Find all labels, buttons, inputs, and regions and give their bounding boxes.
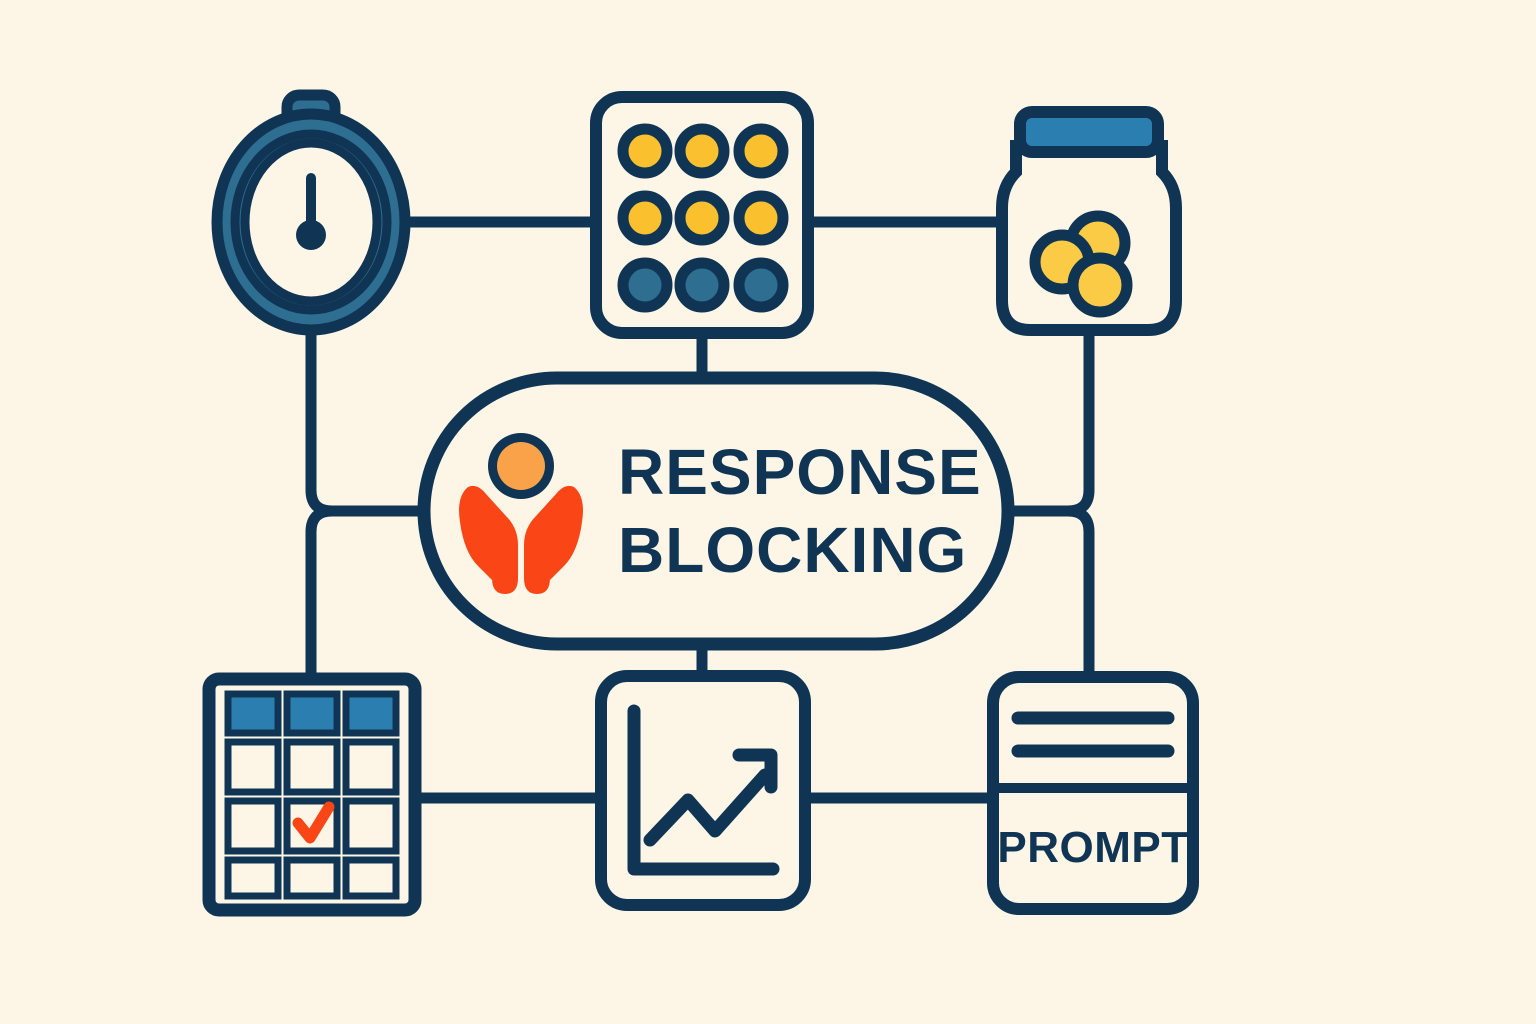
pill-blue bbox=[617, 257, 673, 313]
stopwatch-hand-pivot bbox=[296, 220, 326, 250]
connector-center-to-prompt bbox=[1002, 505, 1095, 684]
calendar-header-cell bbox=[224, 690, 282, 737]
calendar-cell[interactable] bbox=[224, 797, 282, 855]
calendar-header-cell bbox=[342, 690, 400, 737]
chart-trend-line bbox=[643, 768, 772, 847]
calendar-cell[interactable] bbox=[283, 738, 341, 796]
pill-blue bbox=[733, 257, 789, 313]
jar-pill bbox=[1067, 252, 1133, 318]
calendar-header-cell bbox=[283, 690, 341, 737]
prompt-card-icon[interactable]: PROMPT bbox=[987, 671, 1199, 915]
calendar-cell[interactable] bbox=[224, 738, 282, 796]
blister-row-2 bbox=[617, 190, 789, 246]
pill-yellow bbox=[733, 123, 789, 179]
calendar-cell[interactable] bbox=[283, 856, 341, 900]
pill-jar-icon[interactable] bbox=[996, 106, 1182, 336]
chart-axes bbox=[627, 704, 780, 876]
pill-yellow bbox=[617, 123, 673, 179]
jar-lid bbox=[1014, 106, 1164, 158]
connector-stopwatch-to-center bbox=[305, 326, 430, 517]
center-title-line-1: RESPONSE bbox=[618, 436, 982, 508]
pill-yellow bbox=[674, 123, 730, 179]
blister-row-1 bbox=[617, 123, 789, 179]
chart-arrow-head-icon bbox=[732, 748, 778, 794]
chart-frame bbox=[595, 670, 811, 911]
connector-group bbox=[305, 216, 1095, 804]
calendar-cell[interactable] bbox=[224, 856, 282, 900]
hands-holding-person-icon bbox=[459, 433, 583, 594]
calendar-checkmark-icon[interactable] bbox=[202, 672, 422, 917]
center-node-shape bbox=[417, 371, 1015, 651]
center-node[interactable]: RESPONSE BLOCKING bbox=[417, 371, 1015, 651]
pill-blue bbox=[674, 257, 730, 313]
person-head bbox=[497, 442, 545, 490]
line-chart-upward-icon[interactable] bbox=[595, 670, 811, 911]
calendar-cell[interactable] bbox=[342, 856, 400, 900]
right-hand bbox=[524, 485, 583, 594]
checkmark-icon bbox=[292, 801, 335, 844]
pill-blister-pack-icon[interactable] bbox=[590, 91, 814, 339]
calendar-cell[interactable] bbox=[342, 797, 400, 855]
pill-yellow bbox=[674, 190, 730, 246]
stopwatch-icon[interactable] bbox=[211, 89, 411, 336]
prompt-card-label: PROMPT bbox=[997, 823, 1188, 872]
stopwatch-inner-ring bbox=[230, 129, 392, 315]
pill-yellow bbox=[617, 190, 673, 246]
calendar-cell[interactable] bbox=[342, 738, 400, 796]
left-hand bbox=[459, 485, 518, 594]
pill-yellow bbox=[733, 190, 789, 246]
connector-center-to-calendar bbox=[305, 505, 430, 684]
blister-row-3 bbox=[617, 257, 789, 313]
connector-jar-to-center bbox=[1002, 326, 1095, 517]
center-title-line-2: BLOCKING bbox=[618, 514, 967, 586]
